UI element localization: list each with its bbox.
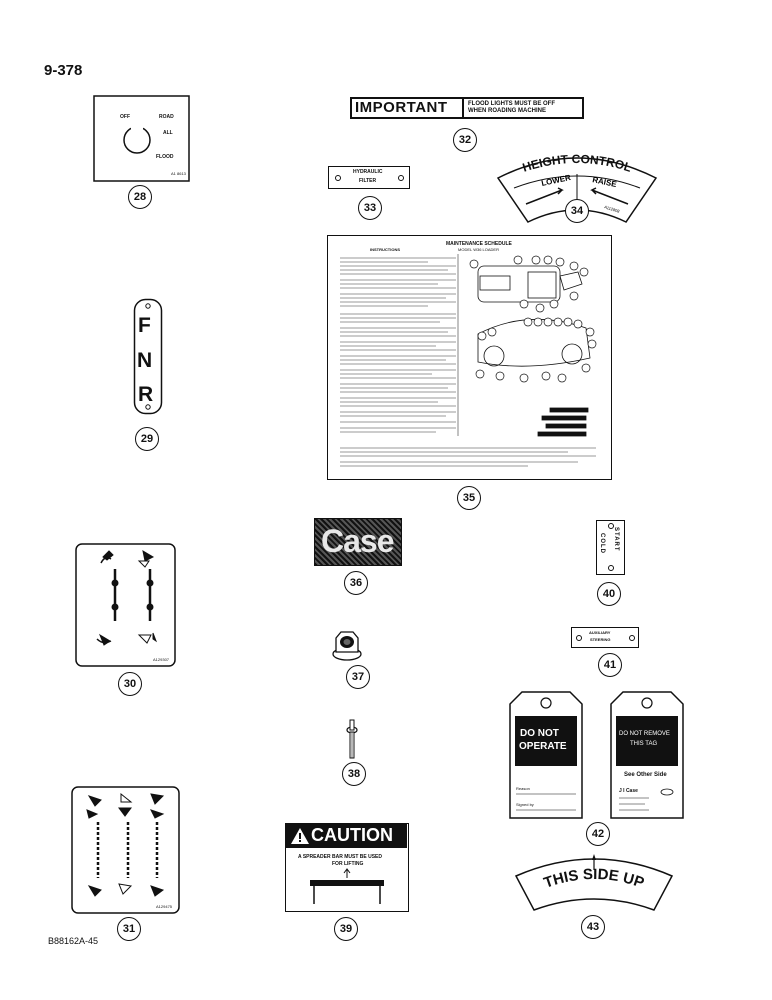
control-pattern-decal-three [71, 786, 180, 914]
auxiliary-line1: AUXILIARY [589, 630, 611, 635]
case-brand-text: Case [321, 523, 394, 559]
rivet [346, 719, 358, 759]
important-line2: WHEN ROADING MACHINE [468, 108, 546, 114]
tag1-line1: DO NOT [520, 728, 559, 739]
important-line1: FLOOD LIGHTS MUST BE OFF [468, 101, 555, 107]
callout-37: 37 [346, 665, 370, 689]
hydraulic-line2: FILTER [359, 178, 377, 184]
callout-31: 31 [117, 917, 141, 941]
fnr-letter-n: N [137, 349, 153, 372]
callout-32: 32 [453, 128, 477, 152]
hydraulic-line1: HYDRAULIC [353, 169, 383, 175]
tag1-signed: Signed by [516, 802, 534, 807]
maintenance-instructions: INSTRUCTIONS [370, 247, 400, 252]
fnr-decal [133, 298, 163, 415]
this-side-up-decal: THIS SIDE UP [514, 854, 674, 911]
important-title: IMPORTANT [355, 99, 448, 116]
tag2-line2: THIS TAG [630, 741, 658, 747]
callout-36: 36 [344, 571, 368, 595]
page-number: 9-378 [44, 62, 83, 79]
cold-word: COLD [599, 533, 605, 554]
callout-35: 35 [457, 486, 481, 510]
light-switch-plate [93, 95, 190, 182]
callout-29: 29 [135, 427, 159, 451]
callout-38: 38 [342, 762, 366, 786]
callout-43: 43 [581, 915, 605, 939]
callout-28: 28 [128, 185, 152, 209]
callout-39: 39 [334, 917, 358, 941]
callout-34: 34 [565, 199, 589, 223]
maintenance-schedule-decal: MAINTENANCE SCHEDULE MODEL W36 LOADER IN… [327, 235, 612, 480]
do-not-operate-tag [509, 691, 583, 819]
tag1-reason: Reason [516, 786, 530, 791]
caution-decal: CAUTION A SPREADER BAR MUST BE USED FOR … [285, 823, 409, 912]
height-control-decal: HEIGHT CONTROL LOWER RAISE A112808 [496, 152, 658, 223]
caution-line2: FOR LIFTING [332, 861, 364, 867]
callout-41: 41 [598, 653, 622, 677]
callout-33: 33 [358, 196, 382, 220]
switch-all-label: ALL [163, 130, 173, 136]
fnr-letter-f: F [138, 314, 151, 337]
switch-off-label: OFF [120, 114, 130, 120]
spreader-bar-diagram [310, 868, 384, 904]
important-divider [462, 99, 464, 117]
maintenance-title: MAINTENANCE SCHEDULE [446, 241, 512, 247]
case-logo-decal: Case [314, 518, 402, 566]
maintenance-schedule-art [340, 254, 597, 467]
do-not-remove-tag [610, 691, 684, 819]
important-decal: IMPORTANT FLOOD LIGHTS MUST BE OFF WHEN … [350, 97, 584, 119]
caution-line1: A SPREADER BAR MUST BE USED [298, 854, 382, 860]
switch-flood-label: FLOOD [156, 154, 174, 160]
hydraulic-filter-decal: HYDRAULIC FILTER [328, 166, 410, 189]
switch-road-label: ROAD [159, 114, 174, 120]
switch-plate-code: A1 8613 [171, 171, 186, 176]
tag2-line1: DO NOT REMOVE [619, 731, 670, 737]
auxiliary-steering-decal: AUXILIARY STEERING [571, 627, 639, 648]
height-control-code: A112808 [604, 204, 621, 214]
figure-code: B88162A-45 [48, 936, 99, 946]
tag1-line2: OPERATE [519, 741, 567, 752]
cold-start-decal: COLD START [596, 520, 625, 575]
tag2-brand: J I Case [619, 788, 638, 794]
caution-title: CAUTION [311, 825, 393, 845]
auxiliary-line2: STEERING [590, 637, 611, 642]
maintenance-subtitle: MODEL W36 LOADER [458, 247, 499, 252]
fnr-letter-r: R [138, 383, 154, 406]
callout-42: 42 [586, 822, 610, 846]
callout-40: 40 [597, 582, 621, 606]
tag2-see-other-side: See Other Side [624, 772, 667, 778]
caution-header: CAUTION [286, 824, 407, 848]
callout-30: 30 [118, 672, 142, 696]
control-decal-three-code: A129475 [156, 904, 173, 909]
control-pattern-decal-two [75, 543, 176, 667]
start-word: START [613, 527, 619, 552]
control-decal-two-code: A129307 [153, 657, 170, 662]
flange-nut [332, 631, 362, 661]
warning-triangle-icon [291, 828, 309, 844]
